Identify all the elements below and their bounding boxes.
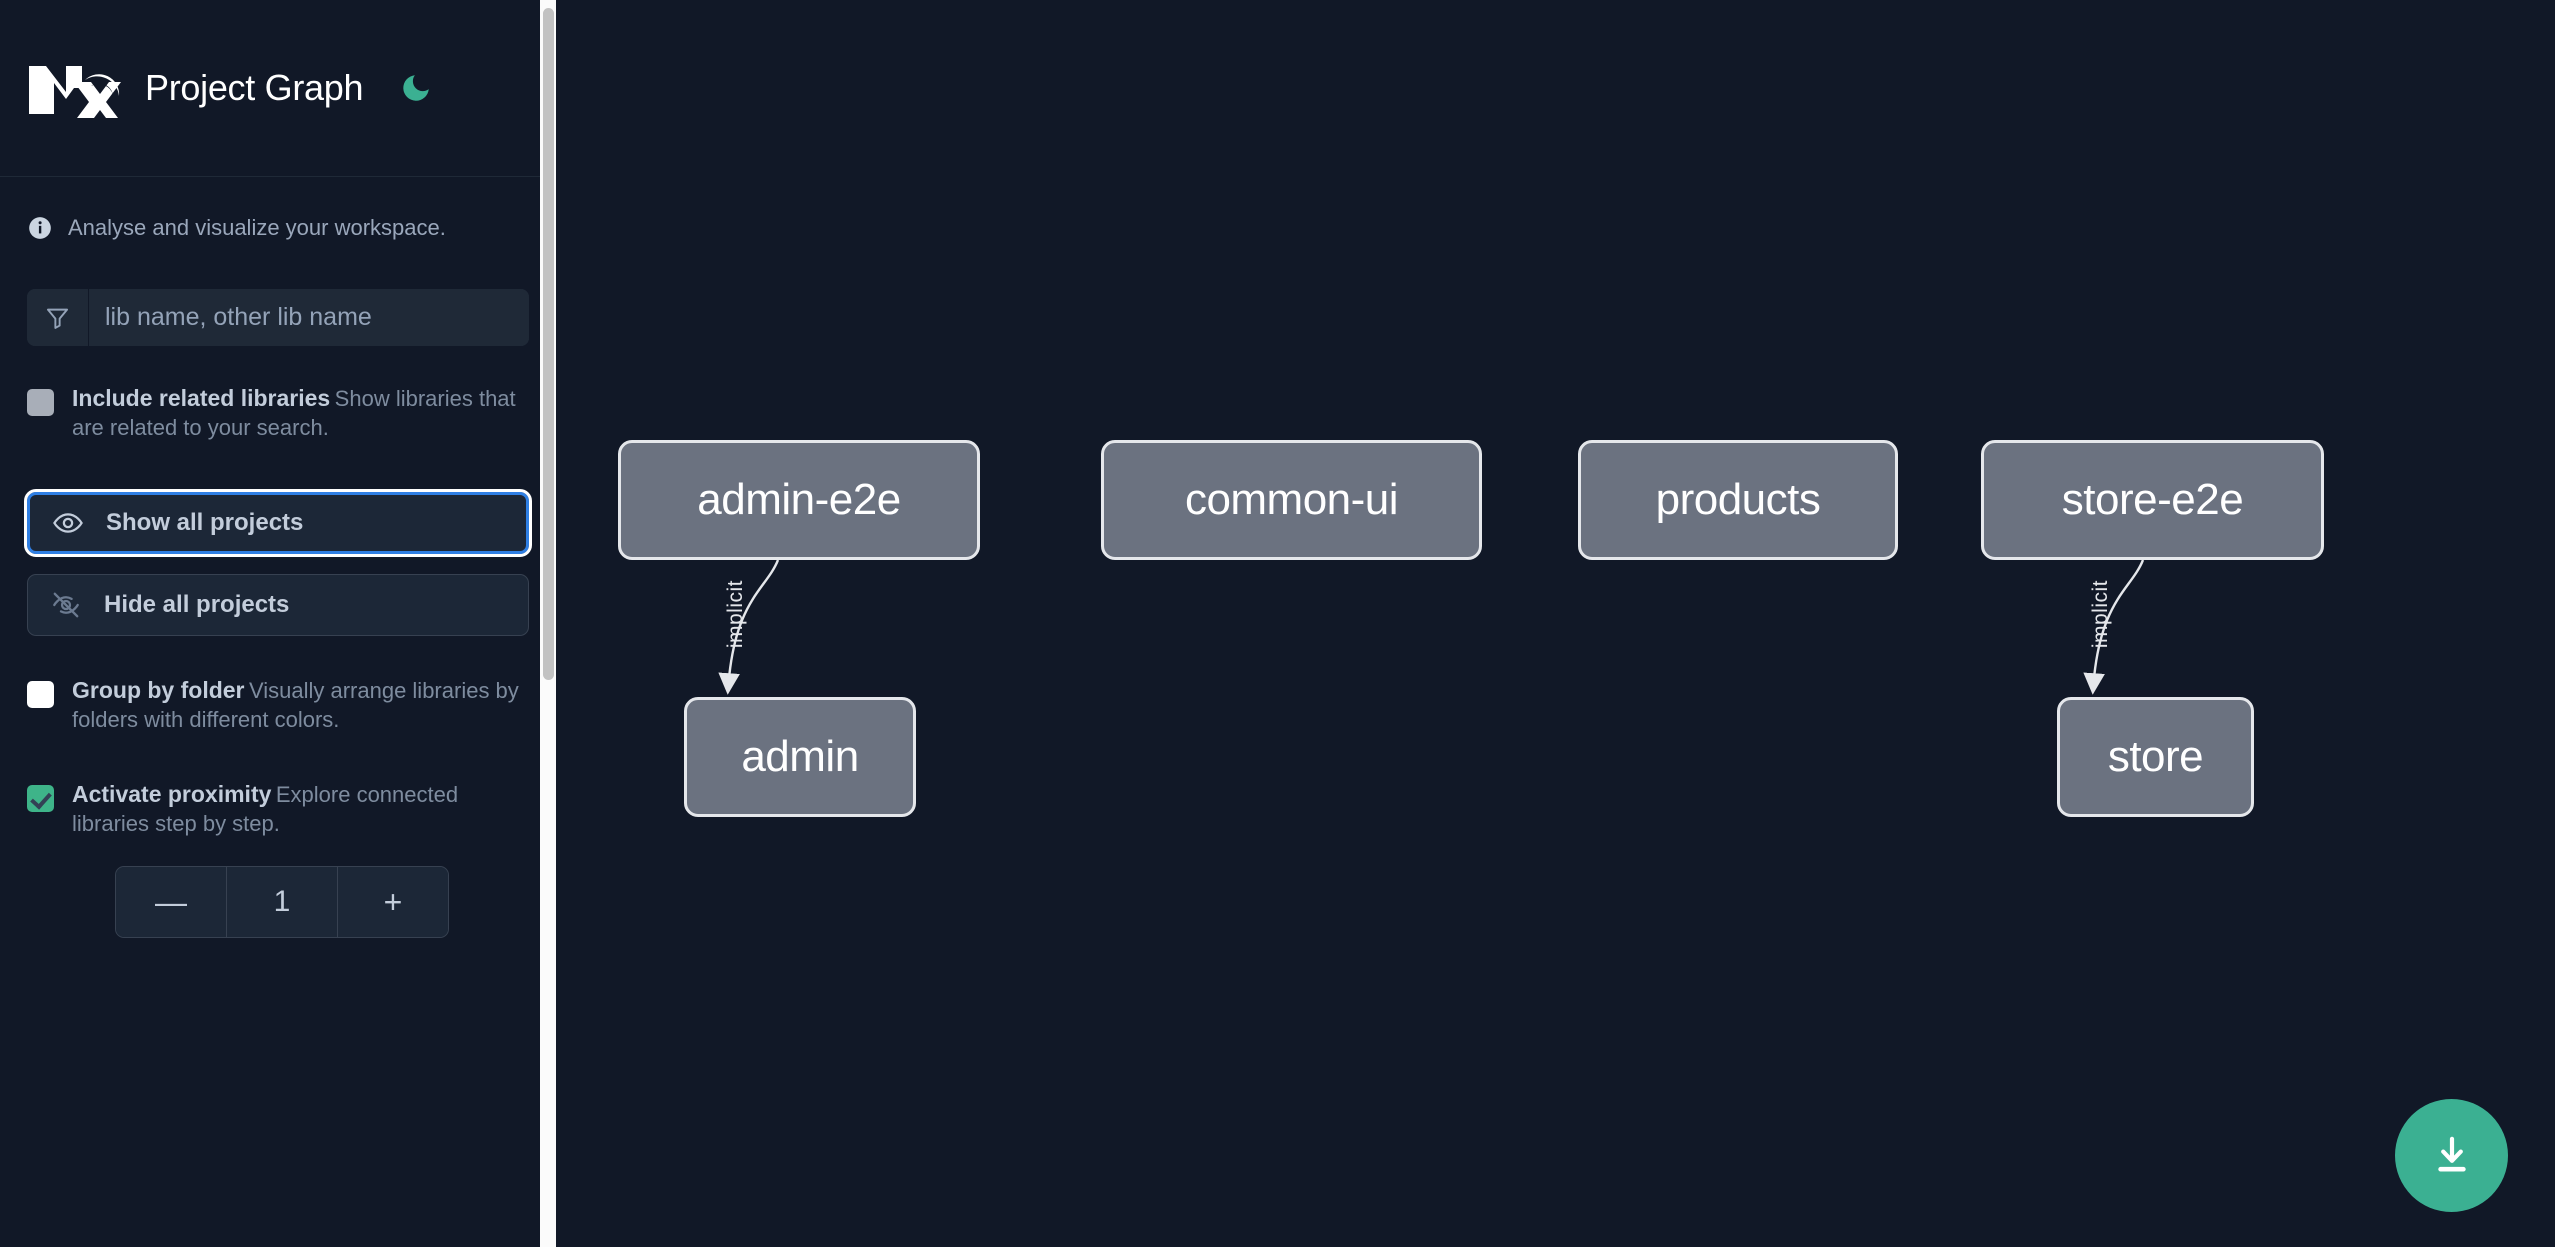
graph-node-admin[interactable]: admin <box>684 697 916 817</box>
activate-proximity-title: Activate proximity <box>72 781 272 808</box>
group-by-folder-label: Group by folder Visually arrange librari… <box>72 676 529 734</box>
graph-node-admin-e2e[interactable]: admin-e2e <box>618 440 980 560</box>
eye-icon <box>53 513 83 533</box>
show-all-projects-wrapper: Show all projects <box>24 489 532 558</box>
activate-proximity-description: Explore connected libraries step by step… <box>72 782 459 837</box>
proximity-stepper: — 1 + <box>115 866 449 939</box>
show-all-projects-label: Show all projects <box>106 509 304 537</box>
sidebar-body: Analyse and visualize your workspace. In… <box>0 177 556 1247</box>
edge-label-store-implicit: implicit <box>2089 580 2112 649</box>
edge-label-admin-implicit: implicit <box>724 580 747 649</box>
proximity-increment-button[interactable]: + <box>337 867 448 938</box>
info-icon <box>29 217 51 239</box>
filter-search-row <box>27 289 529 346</box>
proximity-value: 1 <box>227 867 337 938</box>
eye-off-icon <box>53 592 79 618</box>
sidebar: Project Graph Analyse and visualize your… <box>0 0 556 1247</box>
graph-node-products[interactable]: products <box>1578 440 1898 560</box>
group-by-folder-description: Visually arrange libraries by folders wi… <box>72 678 519 733</box>
include-related-libraries-label: Include related libraries Show libraries… <box>72 384 529 442</box>
group-by-folder-title: Group by folder <box>72 677 245 704</box>
sidebar-scrollbar-thumb[interactable] <box>543 8 554 680</box>
proximity-decrement-button[interactable]: — <box>116 867 227 938</box>
show-all-projects-button[interactable]: Show all projects <box>24 489 532 558</box>
filter-funnel-icon <box>46 308 69 329</box>
activate-proximity-label: Activate proximity Explore connected lib… <box>72 780 529 838</box>
activate-proximity-checkbox[interactable] <box>27 785 54 813</box>
graph-edges-layer <box>718 559 2145 695</box>
hide-all-projects-wrapper: Hide all projects <box>27 574 529 637</box>
include-related-libraries-description: Show libraries that are related to your … <box>72 386 516 441</box>
hide-all-projects-button[interactable]: Hide all projects <box>27 574 529 637</box>
activate-proximity-row[interactable]: Activate proximity Explore connected lib… <box>27 780 529 838</box>
workspace-note-text: Analyse and visualize your workspace. <box>68 215 446 240</box>
theme-toggle-button[interactable] <box>393 65 439 111</box>
workspace-note: Analyse and visualize your workspace. <box>27 177 529 241</box>
include-related-libraries-row[interactable]: Include related libraries Show libraries… <box>27 384 529 442</box>
page-title: Project Graph <box>145 67 364 108</box>
graph-node-common-ui[interactable]: common-ui <box>1101 440 1482 560</box>
include-related-libraries-title: Include related libraries <box>72 385 331 411</box>
sidebar-header: Project Graph <box>0 0 556 177</box>
group-by-folder-row[interactable]: Group by folder Visually arrange librari… <box>27 676 529 734</box>
download-graph-button[interactable] <box>2395 1099 2508 1212</box>
group-by-folder-checkbox[interactable] <box>27 681 54 709</box>
download-icon <box>2437 1136 2466 1172</box>
graph-canvas[interactable]: implicit implicit admin-e2e common-ui pr… <box>556 0 2555 1247</box>
hide-all-projects-label: Hide all projects <box>104 591 290 619</box>
filter-icon-button[interactable] <box>27 289 89 346</box>
moon-icon <box>403 75 429 101</box>
nx-logo-icon <box>29 66 121 118</box>
include-related-libraries-checkbox[interactable] <box>27 389 54 416</box>
graph-node-store-e2e[interactable]: store-e2e <box>1981 440 2324 560</box>
search-input[interactable] <box>89 289 529 346</box>
graph-node-store[interactable]: store <box>2057 697 2254 817</box>
